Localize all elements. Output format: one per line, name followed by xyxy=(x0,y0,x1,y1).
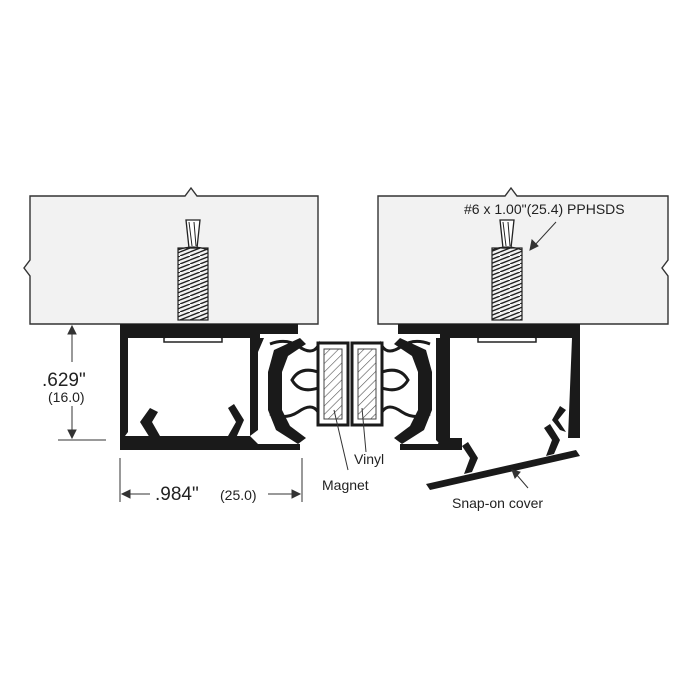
width-mm-label: (25.0) xyxy=(220,487,257,503)
screw-spec-label: #6 x 1.00"(25.4) PPHSDS xyxy=(464,201,625,217)
magnet-label: Magnet xyxy=(322,477,369,493)
magnet-leader xyxy=(333,409,349,471)
width-inches-label: .984" xyxy=(155,484,199,505)
right-magnet xyxy=(350,341,384,427)
left-vinyl-bellows xyxy=(269,339,320,419)
left-magnet xyxy=(316,341,350,427)
height-dimension xyxy=(58,323,106,441)
right-vinyl-bellows xyxy=(380,339,431,419)
height-mm-label: (16.0) xyxy=(48,389,85,405)
cover-leader xyxy=(511,469,529,489)
screw-leader xyxy=(529,221,557,251)
vinyl-leader xyxy=(361,407,367,453)
snap-on-cover xyxy=(426,424,580,490)
left-panel xyxy=(23,186,319,325)
width-dimension xyxy=(119,458,303,502)
snap-on-cover-label: Snap-on cover xyxy=(452,495,543,511)
height-inches-label: .629" xyxy=(42,370,86,391)
vinyl-label: Vinyl xyxy=(354,451,384,467)
